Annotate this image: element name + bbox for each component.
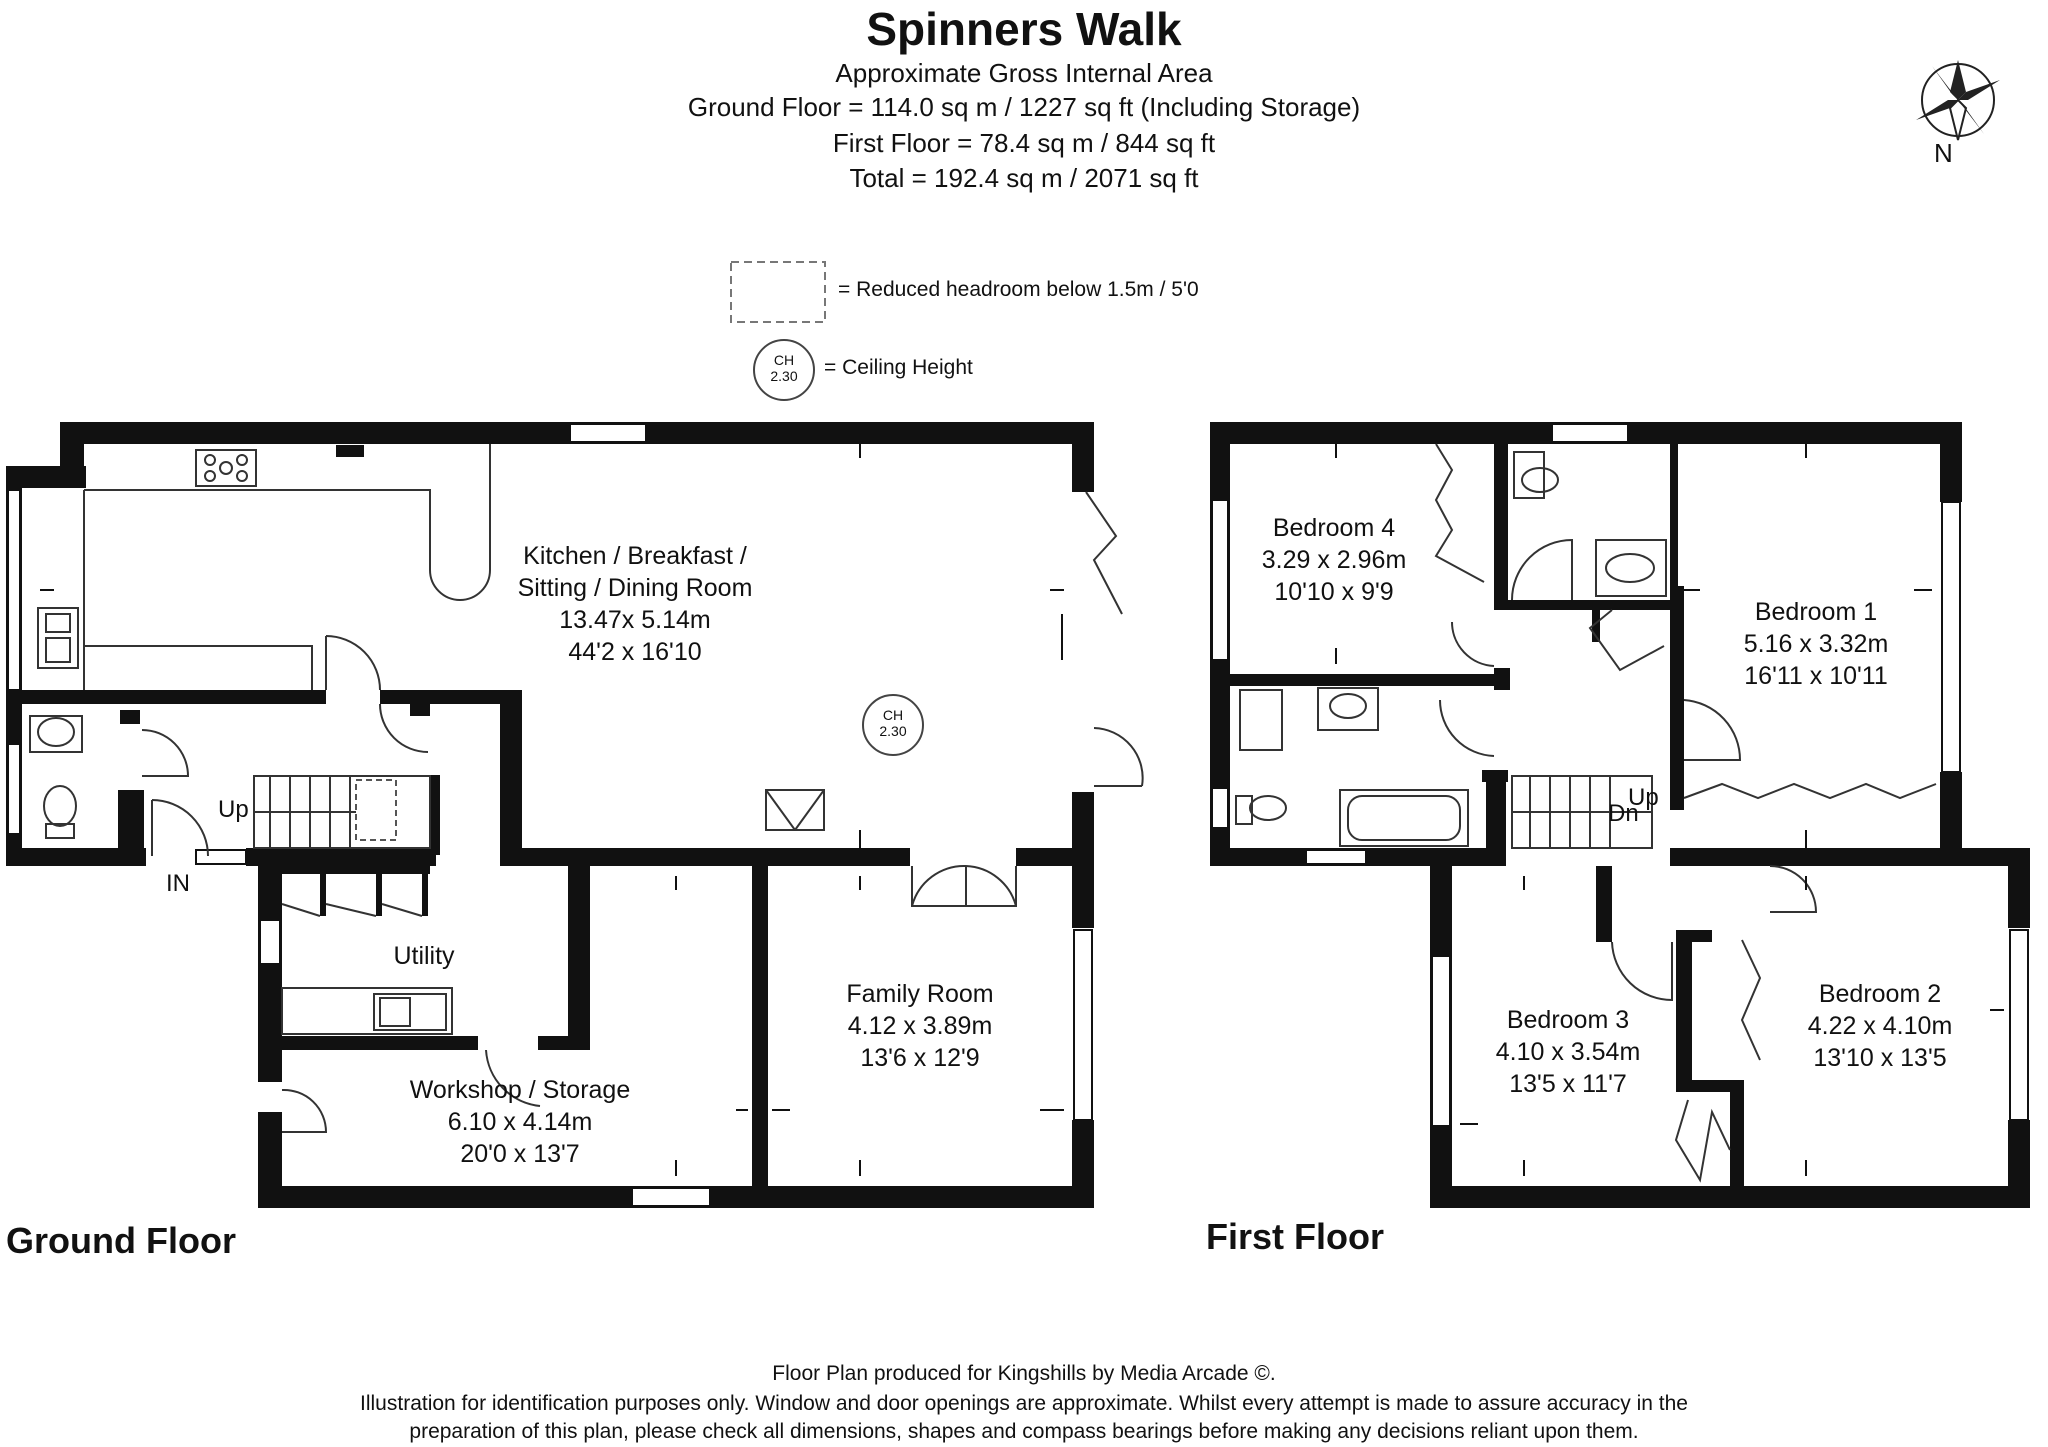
kitchen-worktop (29, 444, 1144, 1133)
room-workshop-name: Workshop / Storage (409, 1076, 631, 1104)
room-workshop: Workshop / Storage 6.10 x 4.14m 20'0 x 1… (380, 1074, 660, 1170)
area-heading: Approximate Gross Internal Area (835, 58, 1213, 88)
room-kitchen-imperial: 44'2 x 16'10 (568, 638, 702, 666)
ground-floor-label: Ground Floor (6, 1220, 236, 1261)
reduced-headroom-swatch (730, 261, 826, 323)
footer-disclaimer-1: Illustration for identification purposes… (360, 1392, 1688, 1415)
room-bedroom-2-metric: 4.22 x 4.10m (1807, 1012, 1953, 1040)
room-bedroom-4-imperial: 10'10 x 9'9 (1274, 578, 1394, 606)
legend-ch-top: CH (773, 352, 795, 368)
room-kitchen-metric: 13.47x 5.14m (559, 606, 711, 634)
legend-ch-value: 2.30 (770, 368, 798, 384)
stairs-up-label: Up (218, 796, 249, 823)
room-family-imperial: 13'6 x 12'9 (860, 1044, 980, 1072)
room-workshop-imperial: 20'0 x 13'7 (460, 1140, 580, 1168)
first-floor-up-label: Up (1628, 784, 1659, 811)
room-bedroom-2-imperial: 13'10 x 13'5 (1813, 1044, 1947, 1072)
ground-floor-windows (7, 423, 1093, 1207)
room-family-metric: 4.12 x 3.89m (847, 1012, 993, 1040)
room-bedroom-2-name: Bedroom 2 (1818, 980, 1942, 1008)
page-title: Spinners Walk (866, 3, 1182, 55)
room-bedroom-2: Bedroom 2 4.22 x 4.10m 13'10 x 13'5 (1770, 978, 1990, 1074)
total-area: Total = 192.4 sq m / 2071 sq ft (849, 163, 1199, 193)
room-bedroom-1-metric: 5.16 x 3.32m (1743, 630, 1889, 658)
ground-floor-area: Ground Floor = 114.0 sq m / 1227 sq ft (… (687, 92, 1361, 122)
ceiling-height-label: CH 2.30 (873, 707, 913, 739)
ceiling-height-top: CH (882, 707, 904, 723)
room-kitchen: Kitchen / Breakfast / Sitting / Dining R… (470, 540, 800, 668)
compass-north-label: N (1934, 138, 1953, 168)
room-bedroom-3-metric: 4.10 x 3.54m (1495, 1038, 1641, 1066)
first-floor-down-label: Dn (1608, 800, 1639, 827)
first-floor-label: First Floor (1206, 1216, 1384, 1257)
legend-ch-label: CH 2.30 (764, 352, 804, 384)
room-bedroom-1-name: Bedroom 1 (1754, 598, 1878, 626)
room-bedroom-3-imperial: 13'5 x 11'7 (1509, 1070, 1627, 1098)
room-bedroom-4-name: Bedroom 4 (1272, 514, 1396, 542)
room-family-name: Family Room (846, 980, 994, 1008)
footer-credit: Floor Plan produced for Kingshills by Me… (772, 1362, 1276, 1385)
room-workshop-metric: 6.10 x 4.14m (447, 1108, 593, 1136)
first-floor-dimension-arrows (1335, 444, 2004, 1176)
footer-disclaimer-2: preparation of this plan, please check a… (409, 1420, 1639, 1443)
room-bedroom-3-name: Bedroom 3 (1506, 1006, 1630, 1034)
room-kitchen-name2: Sitting / Dining Room (517, 574, 753, 602)
room-utility: Utility (393, 942, 455, 970)
ceiling-height-marker (862, 694, 924, 756)
compass-icon (1916, 60, 2000, 141)
entrance-label: IN (166, 870, 190, 897)
legend-reduced-headroom: = Reduced headroom below 1.5m / 5'0 (838, 278, 1199, 301)
room-bedroom-1-imperial: 16'11 x 10'11 (1744, 662, 1888, 690)
first-floor-area: First Floor = 78.4 sq m / 844 sq ft (832, 128, 1216, 158)
ceiling-height-value: 2.30 (879, 723, 907, 739)
room-family: Family Room 4.12 x 3.89m 13'6 x 12'9 (800, 978, 1040, 1074)
reduced-headroom-area (355, 779, 397, 841)
first-floor-fixtures (1235, 443, 1937, 1183)
room-kitchen-name1: Kitchen / Breakfast / (523, 542, 747, 570)
room-bedroom-3: Bedroom 3 4.10 x 3.54m 13'5 x 11'7 (1470, 1004, 1666, 1100)
dimension-arrows (40, 444, 1064, 1176)
room-bedroom-4-metric: 3.29 x 2.96m (1261, 546, 1407, 574)
ceiling-height-legend-icon (753, 339, 815, 401)
first-floor-windows (1211, 423, 2029, 1127)
legend-ceiling-height: = Ceiling Height (824, 356, 973, 379)
room-bedroom-1: Bedroom 1 5.16 x 3.32m 16'11 x 10'11 (1706, 596, 1926, 692)
room-bedroom-4: Bedroom 4 3.29 x 2.96m 10'10 x 9'9 (1234, 512, 1434, 608)
